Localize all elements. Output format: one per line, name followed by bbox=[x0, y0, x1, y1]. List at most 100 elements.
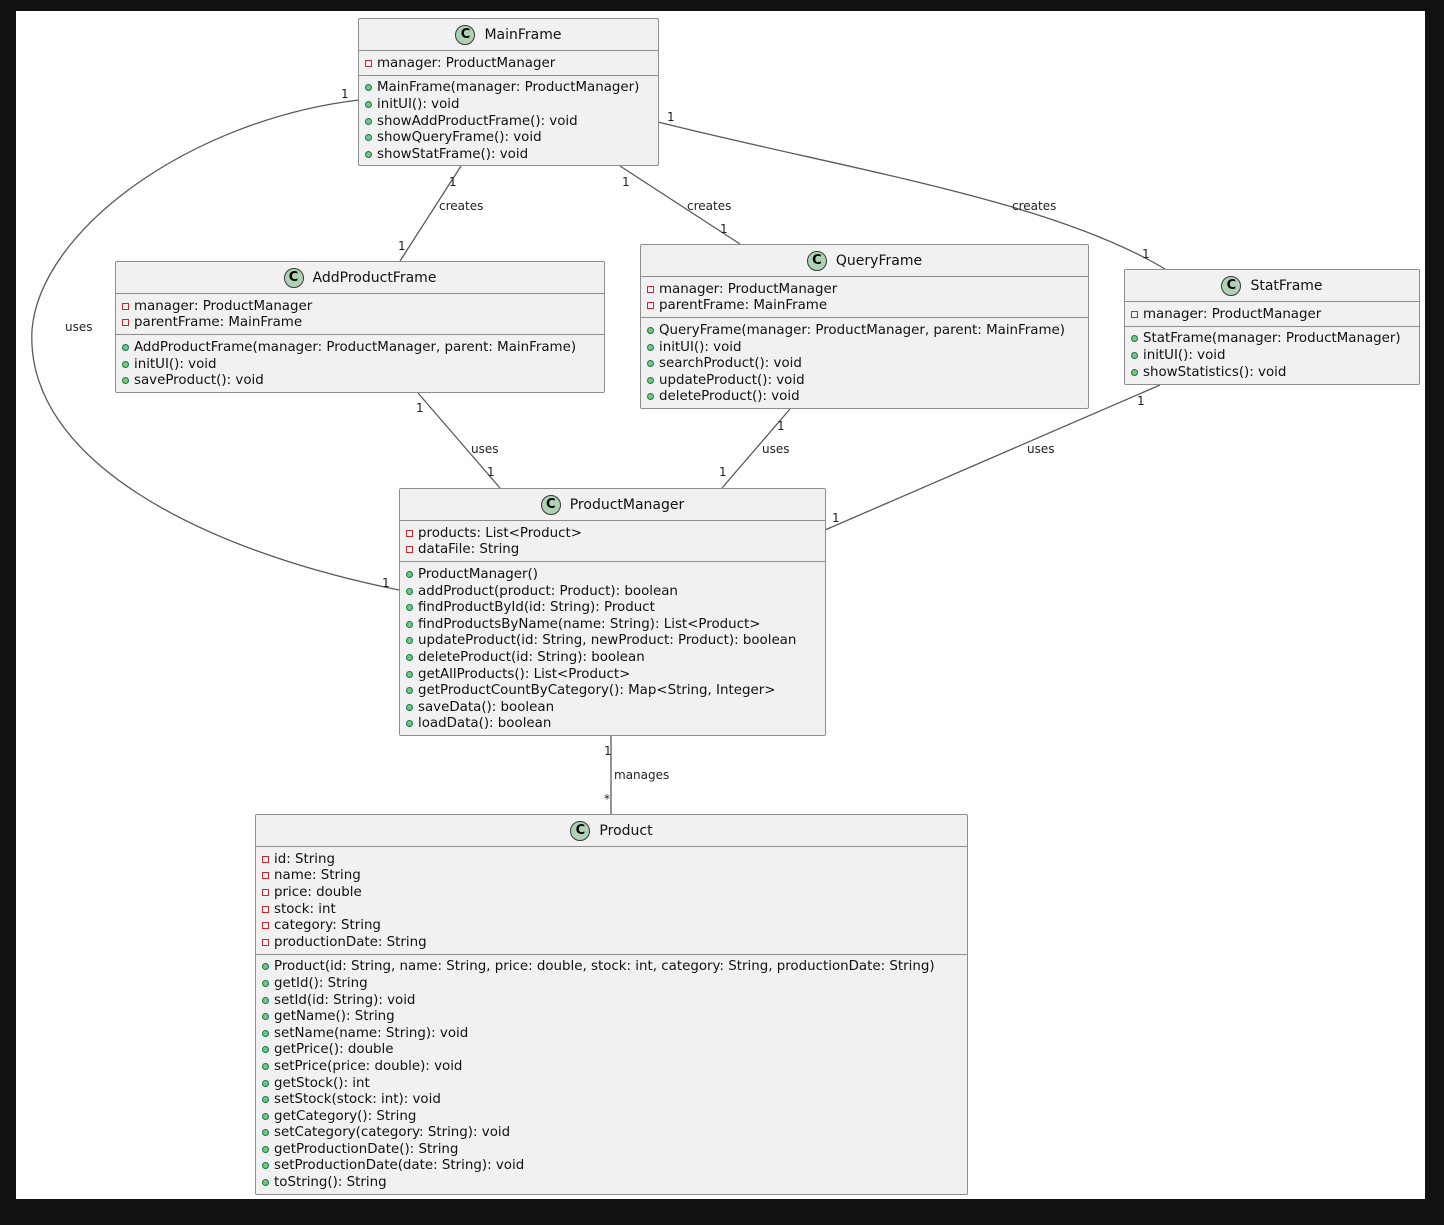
attribute-text: parentFrame: MainFrame bbox=[134, 315, 303, 331]
class-method: initUI(): void bbox=[1125, 347, 1419, 364]
method-text: setStock(stock: int): void bbox=[274, 1092, 441, 1108]
method-text: getCategory(): String bbox=[274, 1108, 417, 1124]
public-marker-icon bbox=[406, 587, 413, 595]
relation-main-stat-from-mult: 1 bbox=[667, 110, 675, 124]
class-method: StatFrame(manager: ProductManager) bbox=[1125, 331, 1419, 348]
class-method: saveProduct(): void bbox=[116, 372, 604, 389]
class-attribute: category: String bbox=[256, 917, 967, 934]
class-header: C AddProductFrame bbox=[116, 262, 604, 294]
method-text: MainFrame(manager: ProductManager) bbox=[377, 80, 640, 96]
relation-stat-pm-label: uses bbox=[1027, 442, 1055, 456]
class-name: QueryFrame bbox=[835, 252, 923, 269]
class-stereotype-icon: C bbox=[283, 267, 304, 288]
class-stereotype-icon: C bbox=[540, 494, 561, 515]
attribute-text: manager: ProductManager bbox=[1143, 306, 1322, 322]
method-text: deleteProduct(): void bbox=[659, 389, 800, 405]
class-attributes-section: products: List<Product>dataFile: String bbox=[400, 521, 825, 563]
private-marker-icon bbox=[122, 302, 129, 310]
relation-main-query-label: creates bbox=[687, 199, 732, 213]
method-text: initUI(): void bbox=[1143, 347, 1226, 363]
method-text: loadData(): boolean bbox=[418, 716, 552, 732]
class-method: setName(name: String): void bbox=[256, 1025, 967, 1042]
attribute-text: products: List<Product> bbox=[418, 525, 582, 541]
class-method: getPrice(): double bbox=[256, 1042, 967, 1059]
relation-main-add-to-mult: 1 bbox=[398, 239, 406, 253]
relation-add-pm-label: uses bbox=[471, 442, 499, 456]
public-marker-icon bbox=[1131, 368, 1138, 376]
class-method: addProduct(product: Product): boolean bbox=[400, 583, 825, 600]
class-attribute: productionDate: String bbox=[256, 934, 967, 951]
class-method: MainFrame(manager: ProductManager) bbox=[359, 80, 658, 97]
class-methods-section: Product(id: String, name: String, price:… bbox=[256, 955, 967, 1194]
class-method: getProductionDate(): String bbox=[256, 1141, 967, 1158]
class-stereotype-icon: C bbox=[1221, 275, 1242, 296]
method-text: getPrice(): double bbox=[274, 1042, 394, 1058]
public-marker-icon bbox=[262, 1046, 269, 1054]
method-text: findProductById(id: String): Product bbox=[418, 600, 655, 616]
relation-add-pm-from-mult: 1 bbox=[416, 401, 424, 415]
class-header: C StatFrame bbox=[1125, 270, 1419, 302]
public-marker-icon bbox=[406, 620, 413, 628]
method-text: AddProductFrame(manager: ProductManager,… bbox=[134, 339, 577, 355]
class-method: deleteProduct(): void bbox=[641, 389, 1088, 406]
private-marker-icon bbox=[647, 285, 654, 293]
public-marker-icon bbox=[262, 1013, 269, 1021]
public-marker-icon bbox=[365, 150, 372, 158]
method-text: saveProduct(): void bbox=[134, 373, 264, 389]
relation-pm-product-to-mult: * bbox=[604, 792, 610, 806]
class-attribute: price: double bbox=[256, 884, 967, 901]
relation-main-pm-from-mult: 1 bbox=[341, 87, 349, 101]
method-text: getAllProducts(): List<Product> bbox=[418, 666, 631, 682]
class-methods-section: AddProductFrame(manager: ProductManager,… bbox=[116, 335, 604, 392]
class-methods-section: MainFrame(manager: ProductManager)initUI… bbox=[359, 76, 658, 165]
class-attribute: dataFile: String bbox=[400, 542, 825, 559]
public-marker-icon bbox=[1131, 351, 1138, 359]
method-text: showAddProductFrame(): void bbox=[377, 113, 578, 129]
public-marker-icon bbox=[406, 604, 413, 612]
method-text: setCategory(category: String): void bbox=[274, 1125, 511, 1141]
public-marker-icon bbox=[1131, 335, 1138, 343]
class-method: getProductCountByCategory(): Map<String,… bbox=[400, 682, 825, 699]
class-method: getCategory(): String bbox=[256, 1108, 967, 1125]
class-method: getAllProducts(): List<Product> bbox=[400, 666, 825, 683]
class-stereotype-icon: C bbox=[455, 24, 476, 45]
private-marker-icon bbox=[406, 529, 413, 537]
relation-main-add-label: creates bbox=[439, 199, 484, 213]
class-method: updateProduct(id: String, newProduct: Pr… bbox=[400, 633, 825, 650]
private-marker-icon bbox=[262, 888, 269, 896]
class-attributes-section: manager: ProductManager bbox=[359, 51, 658, 76]
method-text: updateProduct(): void bbox=[659, 372, 805, 388]
class-attributes-section: manager: ProductManager bbox=[1125, 302, 1419, 327]
relation-pm-product-label: manages bbox=[614, 768, 670, 782]
public-marker-icon bbox=[365, 84, 372, 92]
relation-main-pm-label: uses bbox=[65, 320, 93, 334]
private-marker-icon bbox=[262, 872, 269, 880]
public-marker-icon bbox=[262, 1129, 269, 1137]
private-marker-icon bbox=[262, 855, 269, 863]
method-text: QueryFrame(manager: ProductManager, pare… bbox=[659, 322, 1065, 338]
class-name: StatFrame bbox=[1250, 277, 1323, 294]
relation-query-pm-from-mult: 1 bbox=[777, 419, 785, 433]
class-name: AddProductFrame bbox=[312, 269, 437, 286]
public-marker-icon bbox=[262, 1112, 269, 1120]
attribute-text: productionDate: String bbox=[274, 934, 427, 950]
class-method: toString(): String bbox=[256, 1174, 967, 1191]
class-attribute: id: String bbox=[256, 851, 967, 868]
class-method: getId(): String bbox=[256, 975, 967, 992]
private-marker-icon bbox=[262, 905, 269, 913]
attribute-text: manager: ProductManager bbox=[659, 281, 838, 297]
class-method: setId(id: String): void bbox=[256, 992, 967, 1009]
class-method: searchProduct(): void bbox=[641, 355, 1088, 372]
class-attribute: manager: ProductManager bbox=[116, 298, 604, 315]
class-name: Product bbox=[599, 822, 653, 839]
class-method: setPrice(price: double): void bbox=[256, 1058, 967, 1075]
relation-stat-pm-from-mult: 1 bbox=[1137, 394, 1145, 408]
public-marker-icon bbox=[122, 377, 129, 385]
public-marker-icon bbox=[262, 963, 269, 971]
public-marker-icon bbox=[406, 703, 413, 711]
public-marker-icon bbox=[262, 1096, 269, 1104]
class-attribute: manager: ProductManager bbox=[641, 281, 1088, 298]
